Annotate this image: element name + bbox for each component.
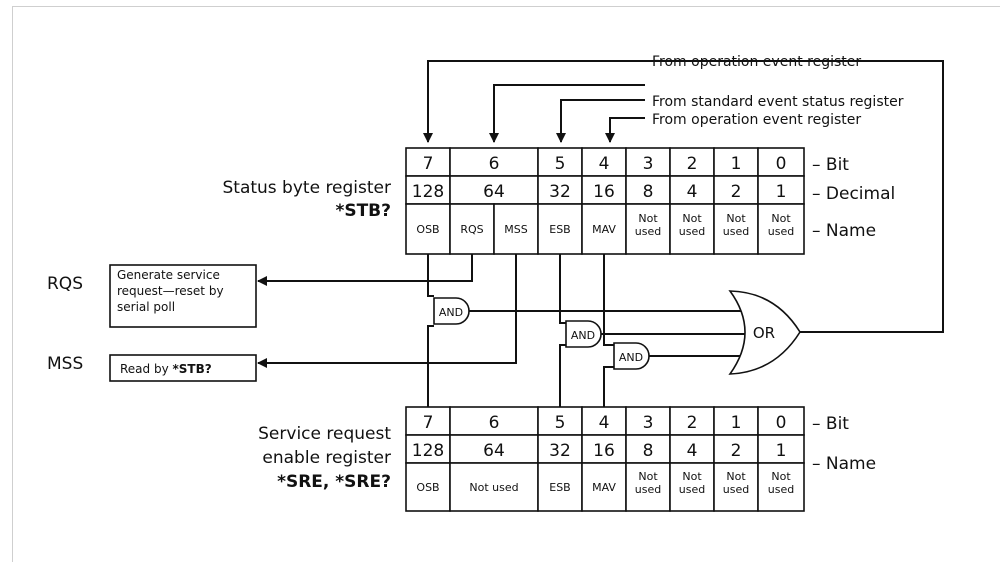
wire-or-feedback bbox=[645, 60, 944, 333]
stb-bit-5: 5 bbox=[555, 154, 566, 174]
stb-bit-3: 3 bbox=[643, 154, 654, 174]
stb-bit-0: 0 bbox=[776, 154, 787, 174]
sre-bit-5: 5 bbox=[555, 413, 566, 433]
and-gate-esb: AND bbox=[565, 320, 602, 348]
sre-dec-128: 128 bbox=[412, 441, 444, 461]
stb-name-bit0: Not used bbox=[767, 212, 795, 238]
mss-box-text: Read by *STB? bbox=[120, 362, 212, 376]
stb-bit-4: 4 bbox=[599, 154, 610, 174]
stb-dec-128: 128 bbox=[412, 182, 444, 202]
source-operation-event-mid: From operation event register bbox=[605, 112, 861, 143]
wire-osb-sre bbox=[427, 325, 434, 407]
wire-mav-sre bbox=[603, 366, 614, 407]
stb-dec-32: 32 bbox=[549, 182, 571, 202]
stb-dec-64: 64 bbox=[483, 182, 505, 202]
status-byte-title: Status byte register bbox=[222, 178, 391, 198]
wire-mav-stb bbox=[603, 254, 614, 346]
sre-name-bit1: Not used bbox=[722, 470, 750, 496]
stb-dec-16: 16 bbox=[593, 182, 615, 202]
source-label: From standard event status register bbox=[652, 94, 904, 110]
sre-dec-32: 32 bbox=[549, 441, 571, 461]
sre-dec-4: 4 bbox=[687, 441, 698, 461]
svg-text:OR: OR bbox=[753, 324, 775, 342]
wire-esb-stb bbox=[559, 254, 566, 324]
svg-text:AND: AND bbox=[619, 351, 643, 364]
sre-bit-6: 6 bbox=[489, 413, 500, 433]
sre-dec-8: 8 bbox=[643, 441, 654, 461]
wire-osb-stb bbox=[427, 254, 434, 297]
sre-row-label-name: – Name bbox=[812, 454, 876, 474]
status-byte-register: Status byte register *STB? bbox=[222, 147, 895, 255]
frame-border-left bbox=[12, 6, 13, 562]
sre-name-osb: OSB bbox=[416, 481, 439, 494]
source-label: From operation event register bbox=[652, 112, 861, 128]
source-op-event-6 bbox=[489, 84, 645, 143]
frame-border-top bbox=[12, 6, 1000, 7]
stb-bit-1: 1 bbox=[731, 154, 742, 174]
service-request-enable-register: Service request enable register *SRE, *S… bbox=[258, 406, 876, 512]
stb-name-esb: ESB bbox=[549, 223, 570, 236]
stb-bit-7: 7 bbox=[423, 154, 434, 174]
status-byte-command: *STB? bbox=[335, 201, 391, 221]
source-standard-event: From standard event status register bbox=[556, 94, 904, 143]
rqs-output: RQS Generate service request—reset by se… bbox=[47, 254, 473, 328]
stb-dec-8: 8 bbox=[643, 182, 654, 202]
stb-bit-6: 6 bbox=[489, 154, 500, 174]
svg-text:AND: AND bbox=[571, 329, 595, 342]
sre-dec-2: 2 bbox=[731, 441, 742, 461]
stb-dec-2: 2 bbox=[731, 182, 742, 202]
sre-bit-4: 4 bbox=[599, 413, 610, 433]
mss-output: MSS Read by *STB? bbox=[47, 254, 517, 382]
sre-bit-2: 2 bbox=[687, 413, 698, 433]
stb-name-mss: MSS bbox=[504, 223, 527, 236]
sre-bit-0: 0 bbox=[776, 413, 787, 433]
sre-name-esb: ESB bbox=[549, 481, 570, 494]
sre-name-bit2: Not used bbox=[678, 470, 706, 496]
sre-title-line1: Service request bbox=[258, 424, 391, 444]
wire-esb-sre bbox=[559, 344, 566, 407]
sre-row-label-bit: – Bit bbox=[812, 414, 849, 434]
stb-name-osb: OSB bbox=[416, 223, 439, 236]
stb-dec-4: 4 bbox=[687, 182, 698, 202]
sre-name-bit0: Not used bbox=[767, 470, 795, 496]
and-gate-mav: AND bbox=[613, 342, 650, 370]
stb-row-label-name: – Name bbox=[812, 221, 876, 241]
stb-not-used-cells: Not used Not used Not used Not used bbox=[634, 212, 795, 238]
stb-bit-2: 2 bbox=[687, 154, 698, 174]
sre-name-bit6: Not used bbox=[469, 481, 518, 494]
sre-bit-1: 1 bbox=[731, 413, 742, 433]
mss-label: MSS bbox=[47, 354, 83, 374]
stb-name-rqs: RQS bbox=[460, 223, 483, 236]
sre-command: *SRE, *SRE? bbox=[277, 472, 391, 492]
sre-bit-7: 7 bbox=[423, 413, 434, 433]
sre-name-mav: MAV bbox=[592, 481, 616, 494]
or-gate: OR bbox=[728, 290, 801, 375]
stb-name-mav: MAV bbox=[592, 223, 616, 236]
sre-not-used-cells: Not used Not used Not used Not used bbox=[634, 470, 795, 496]
stb-row-label-decimal: – Decimal bbox=[812, 184, 895, 204]
stb-name-bit2: Not used bbox=[678, 212, 706, 238]
stb-name-bit1: Not used bbox=[722, 212, 750, 238]
sre-dec-64: 64 bbox=[483, 441, 505, 461]
rqs-label: RQS bbox=[47, 274, 83, 294]
stb-dec-1: 1 bbox=[776, 182, 787, 202]
and-gate-osb: AND bbox=[433, 297, 470, 325]
sre-title-line2: enable register bbox=[262, 448, 391, 468]
svg-text:AND: AND bbox=[439, 306, 463, 319]
sre-name-bit3: Not used bbox=[634, 470, 662, 496]
stb-name-bit3: Not used bbox=[634, 212, 662, 238]
sre-bit-3: 3 bbox=[643, 413, 654, 433]
stb-row-label-bit: – Bit bbox=[812, 155, 849, 175]
sre-dec-16: 16 bbox=[593, 441, 615, 461]
sre-dec-1: 1 bbox=[776, 441, 787, 461]
rqs-box-text: Generate service request—reset by serial… bbox=[117, 268, 224, 314]
